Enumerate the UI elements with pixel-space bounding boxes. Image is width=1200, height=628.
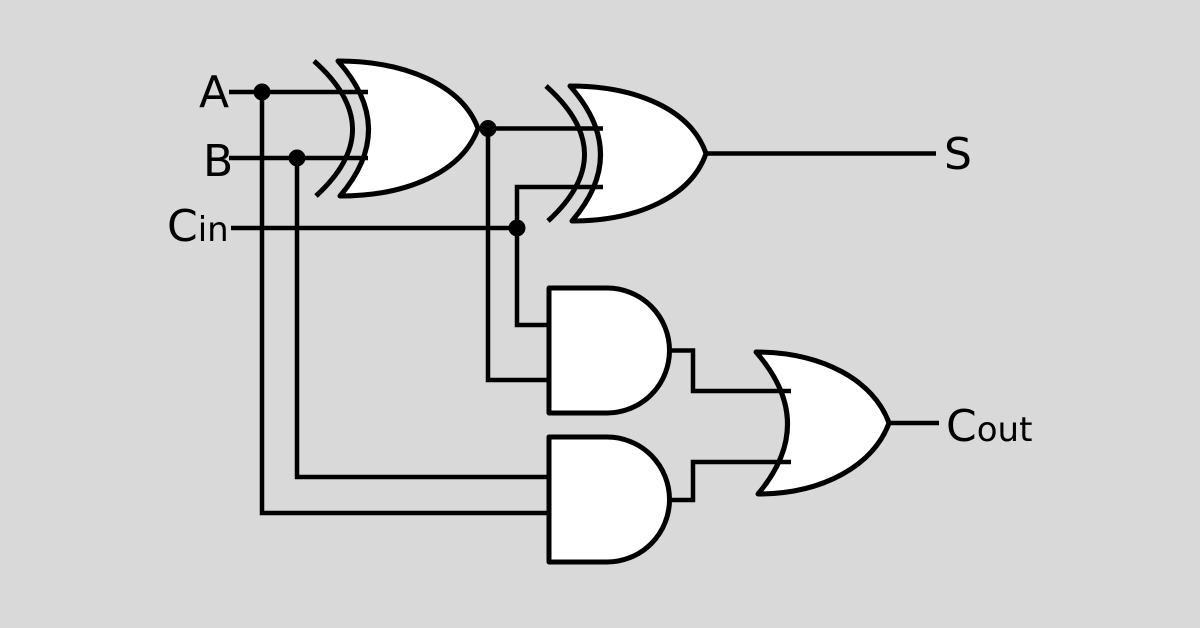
and2-gate: [546, 434, 672, 565]
junction-dot-xor1-out: [479, 120, 497, 137]
label-cout-main: C: [946, 401, 977, 452]
label-cout-sub: out: [977, 410, 1033, 450]
xor1-gate: [335, 58, 481, 199]
label-input-cin: Cin: [167, 201, 229, 252]
wire-cin-to-and1: [514, 228, 549, 328]
junction-dots: [253, 83, 526, 237]
label-cin-sub: in: [198, 210, 229, 250]
label-output-s: S: [944, 129, 972, 180]
xor2-gate: [567, 83, 709, 224]
junction-dot-a: [253, 83, 271, 101]
and1-gate: [546, 285, 672, 416]
xor1-input-arc: [312, 59, 355, 198]
label-cin-main: C: [167, 201, 198, 252]
label-output-cout: Cout: [946, 401, 1032, 452]
or1-gate: [753, 349, 892, 497]
wire-and1-to-or: [668, 348, 791, 394]
label-input-b: B: [203, 136, 233, 187]
junction-dot-cin: [508, 219, 526, 237]
wire-cin-to-xor2: [514, 184, 603, 228]
wires: [229, 89, 939, 516]
wire-a-to-and2: [259, 90, 549, 516]
xor2-input-arc: [544, 84, 587, 223]
wire-b-to-and2: [294, 156, 549, 480]
wire-xor1-to-and1: [485, 128, 549, 383]
gates: [312, 58, 892, 565]
wire-and2-to-or: [668, 459, 791, 503]
label-input-a: A: [199, 67, 229, 118]
labels: A B Cin S Cout: [167, 67, 1032, 452]
junction-dot-b: [288, 149, 306, 167]
